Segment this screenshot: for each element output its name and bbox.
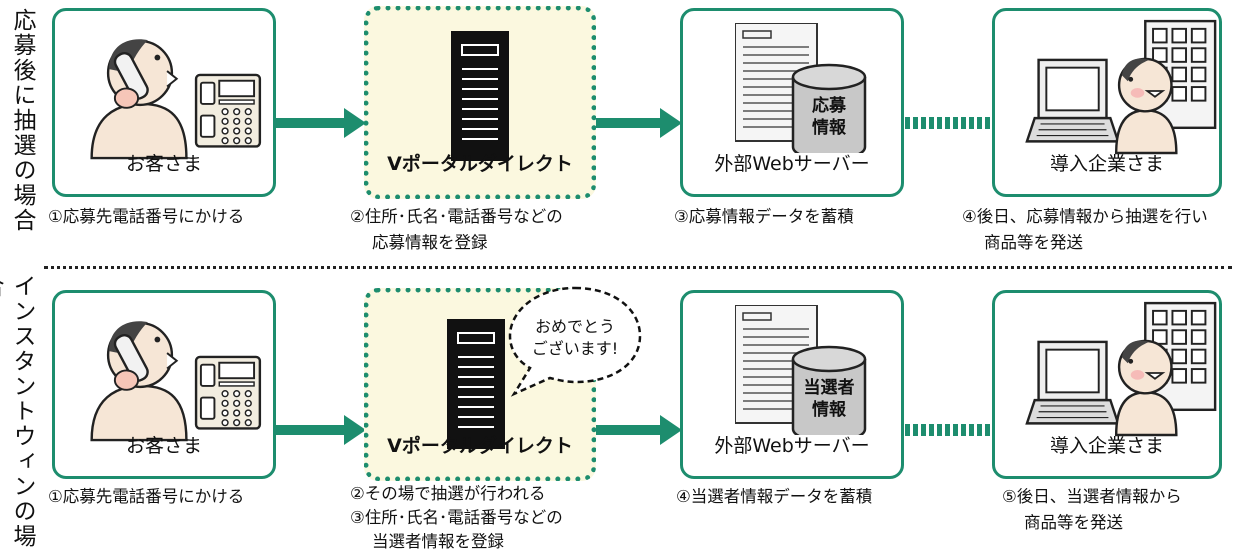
caption-line: ③応募情報データを蓄積 — [674, 207, 854, 226]
bubble-line-2: ございます! — [531, 339, 619, 358]
caption-line: ⑤後日、当選者情報から — [1002, 487, 1182, 506]
speech-bubble — [508, 286, 642, 397]
caption-step-4: ④後日、応募情報から抽選を行い 商品等を発送 — [962, 204, 1208, 256]
arrow-vportal-to-webserver-2 — [595, 415, 682, 445]
caption-step-1-2: ①応募先電話番号にかける — [48, 484, 244, 510]
person-phone-icon — [90, 319, 262, 442]
caption-line: 当選者情報を登録 — [372, 532, 504, 551]
side-label-instant-win: インスタントウィンの場合 — [0, 274, 35, 549]
caption-line: ①応募先電話番号にかける — [48, 207, 245, 226]
db-label-2: 当選者 情報 — [793, 377, 865, 421]
speech-bubble-text: おめでとう ございます! — [520, 316, 630, 360]
caption-step-1: ①応募先電話番号にかける — [48, 204, 244, 230]
box-vportal-direct: Vポータルダイレクト — [364, 6, 596, 199]
box-label-vportal-2: Vポータルダイレクト — [387, 435, 573, 457]
caption-step-2: ②住所･氏名･電話番号などの 応募情報を登録 — [350, 204, 563, 256]
db-label-line-2: 情報 — [812, 118, 846, 138]
box-customer-2: お客さま — [52, 290, 276, 479]
box-company-2: 導入企業さま — [992, 290, 1222, 479]
caption-line: 応募情報を登録 — [372, 233, 488, 252]
caption-step-3-2: ④当選者情報データを蓄積 — [676, 484, 872, 510]
caption-step-3: ③応募情報データを蓄積 — [674, 204, 854, 230]
caption-step-2-2: ②その場で抽選が行われる ③住所･氏名･電話番号などの 当選者情報を登録 — [350, 482, 563, 554]
db-label-line-2: 情報 — [812, 400, 846, 420]
box-customer: お客さま — [52, 8, 276, 197]
box-external-webserver: 応募 情報 外部Webサーバー — [680, 8, 904, 197]
arrow-customer-to-vportal-2 — [273, 415, 366, 445]
caption-line: 商品等を発送 — [1024, 513, 1123, 532]
company-person-computer-icon — [1025, 301, 1217, 437]
box-label-company-2: 導入企業さま — [1049, 435, 1164, 457]
box-label-customer: お客さま — [125, 153, 202, 175]
caption-line: ④当選者情報データを蓄積 — [676, 487, 873, 506]
caption-line: ②その場で抽選が行われる — [350, 484, 546, 503]
arrow-customer-to-vportal — [273, 108, 366, 138]
server-icon — [451, 31, 509, 161]
caption-line: ①応募先電話番号にかける — [48, 487, 245, 506]
caption-step-4-2: ⑤後日、当選者情報から 商品等を発送 — [1002, 484, 1182, 536]
box-label-customer-2: お客さま — [125, 435, 202, 457]
person-phone-icon — [90, 37, 262, 160]
box-label-webserver-2: 外部Webサーバー — [714, 435, 870, 457]
box-label-company: 導入企業さま — [1049, 153, 1164, 175]
caption-line: 商品等を発送 — [984, 233, 1083, 252]
db-label: 応募 情報 — [793, 95, 865, 139]
box-external-webserver-2: 当選者 情報 外部Webサーバー — [680, 290, 904, 479]
bubble-line-1: おめでとう — [534, 317, 615, 336]
company-person-computer-icon — [1025, 19, 1217, 155]
server-icon — [447, 319, 505, 449]
caption-line: ④後日、応募情報から抽選を行い — [962, 207, 1208, 226]
caption-line: ③住所･氏名･電話番号などの — [350, 508, 563, 527]
arrow-vportal-to-webserver — [595, 108, 682, 138]
db-label-line-1: 当選者 — [803, 378, 855, 398]
side-label-apply-then-draw: 応募後に抽選の場合 — [9, 8, 35, 233]
db-label-line-1: 応募 — [812, 96, 846, 116]
caption-line: ②住所･氏名･電話番号などの — [350, 207, 563, 226]
section-divider — [44, 266, 1232, 269]
box-company: 導入企業さま — [992, 8, 1222, 197]
box-label-webserver: 外部Webサーバー — [714, 153, 870, 175]
box-label-vportal: Vポータルダイレクト — [387, 153, 573, 175]
